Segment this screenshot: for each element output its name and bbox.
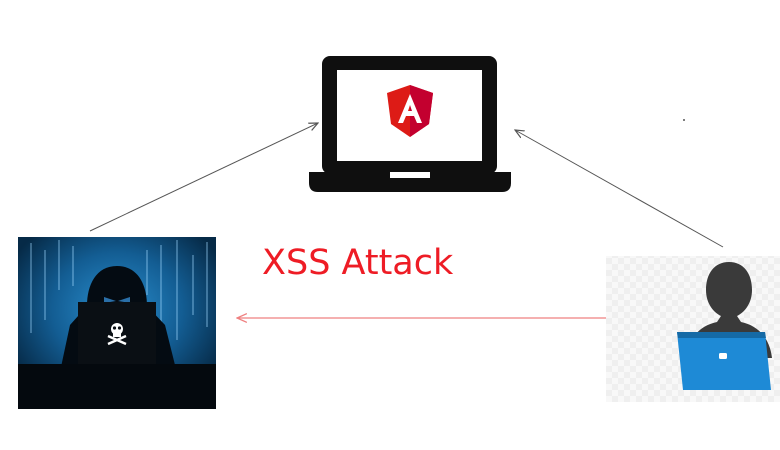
user-to-server-arrow xyxy=(515,130,724,248)
angular-laptop-icon xyxy=(309,56,511,192)
user-with-laptop-icon xyxy=(606,256,780,402)
skull-icon xyxy=(107,323,127,346)
attacker-to-server-arrow xyxy=(89,123,318,232)
stray-dot xyxy=(683,119,685,121)
hooded-hacker-icon xyxy=(18,237,216,409)
xss-attack-label: XSS Attack xyxy=(262,243,454,283)
angular-logo xyxy=(387,85,433,137)
